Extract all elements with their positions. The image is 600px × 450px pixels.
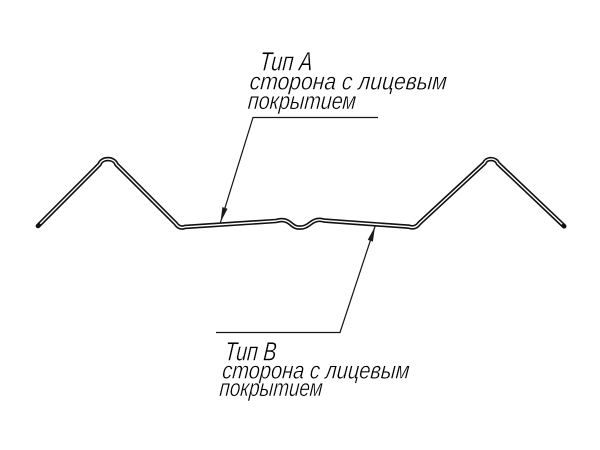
svg-text:сторона с лицевым: сторона с лицевым bbox=[249, 69, 449, 96]
svg-text:сторона с лицевым: сторона с лицевым bbox=[221, 357, 411, 384]
svg-text:Тип В: Тип В bbox=[224, 336, 278, 366]
svg-text:покрытием: покрытием bbox=[218, 375, 324, 402]
svg-text:Тип А: Тип А bbox=[258, 46, 314, 76]
svg-text:покрытием: покрытием bbox=[247, 88, 358, 115]
